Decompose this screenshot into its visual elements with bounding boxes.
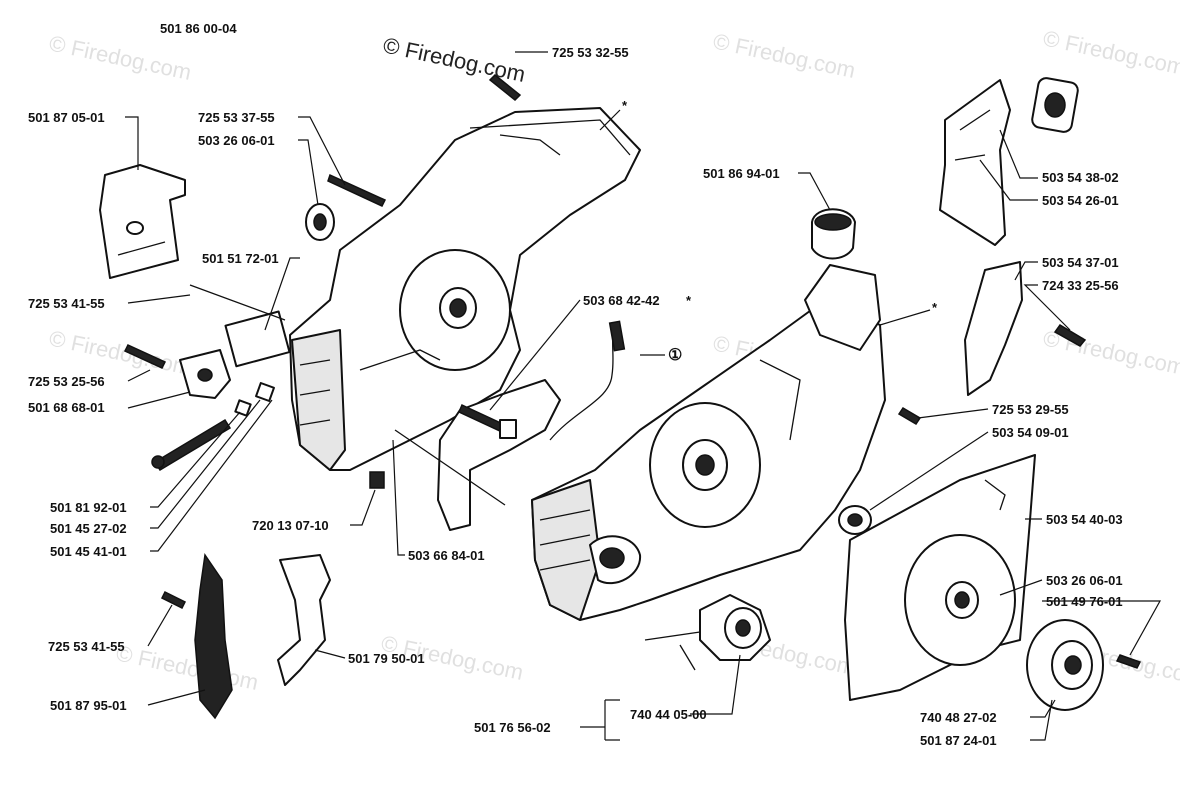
upper-right-cover [939,77,1079,246]
label-720-13-07-10: 720 13 07-10 [252,518,329,533]
label-740-44-05-00: 740 44 05-00 [630,707,707,722]
label-501-87-95-01: 501 87 95-01 [50,698,127,713]
label-503-54-38-02: 503 54 38-02 [1042,170,1119,185]
label-503-26-06-01: 503 26 06-01 [198,133,275,148]
label-501-86-00-04: 501 86 00-04 [160,21,237,36]
label-501-68-68-01: 501 68 68-01 [28,400,105,415]
small-hardware-left [123,73,522,610]
part-number-labels: 501 86 00-04 725 53 32-55 501 87 05-01 7… [28,21,1123,748]
crankcase-gasket [394,320,626,531]
asterisk-marker: * [932,300,938,315]
label-725-53-41-55: 725 53 41-55 [28,296,105,311]
label-725-53-37-55: 725 53 37-55 [198,110,275,125]
curved-shield [964,261,1087,396]
side-cover-plate [844,454,1036,701]
label-501-79-50-01: 501 79 50-01 [348,651,425,666]
label-501-87-05-01: 501 87 05-01 [28,110,105,125]
watermark: © Firedog.com [1041,25,1180,80]
label-740-48-27-02: 740 48 27-02 [920,710,997,725]
label-501-51-72-01: 501 51 72-01 [202,251,279,266]
label-503-54-26-01: 503 54 26-01 [1042,193,1119,208]
label-503-54-09-01: 503 54 09-01 [992,425,1069,440]
label-725-53-41-55-lower: 725 53 41-55 [48,639,125,654]
chain-guide-plate-top [99,164,186,279]
chain-guide-plate-lower [194,552,233,720]
label-503-66-84-01: 503 66 84-01 [408,548,485,563]
label-503-54-40-03: 503 54 40-03 [1046,512,1123,527]
label-501-49-76-01: 501 49 76-01 [1046,594,1123,609]
watermark: © Firedog.com [711,28,858,83]
label-501-45-41-01: 501 45 41-01 [50,544,127,559]
circle-one-marker: ① [668,347,682,364]
watermark: © Firedog.com [47,30,194,85]
left-crankcase [289,107,641,471]
watermark: © Firedog.com [114,640,261,695]
tank-cap [811,208,856,260]
oil-pump-assembly [644,594,771,671]
label-724-33-25-56: 724 33 25-56 [1042,278,1119,293]
asterisk-marker: * [622,98,628,113]
chain-catcher [277,554,331,686]
watermark-main: © Firedog.com [381,32,528,87]
clutch-drum [1026,619,1142,711]
label-501-81-92-01: 501 81 92-01 [50,500,127,515]
watermark: © Firedog.com [47,325,194,380]
label-503-68-42-42: 503 68 42-42 [583,293,660,308]
label-725-53-25-56: 725 53 25-56 [28,374,105,389]
label-501-87-24-01: 501 87 24-01 [920,733,997,748]
right-crankcase [531,264,886,621]
label-501-86-94-01: 501 86 94-01 [703,166,780,181]
label-725-53-29-55: 725 53 29-55 [992,402,1069,417]
asterisk-marker: * [686,293,692,308]
leader-lines [125,51,1162,741]
label-725-53-32-55: 725 53 32-55 [552,45,629,60]
label-503-54-37-01: 503 54 37-01 [1042,255,1119,270]
label-501-45-27-02: 501 45 27-02 [50,521,127,536]
label-501-76-56-02: 501 76 56-02 [474,720,551,735]
label-503-26-06-01-right: 503 26 06-01 [1046,573,1123,588]
rubber-bushing [838,406,922,535]
